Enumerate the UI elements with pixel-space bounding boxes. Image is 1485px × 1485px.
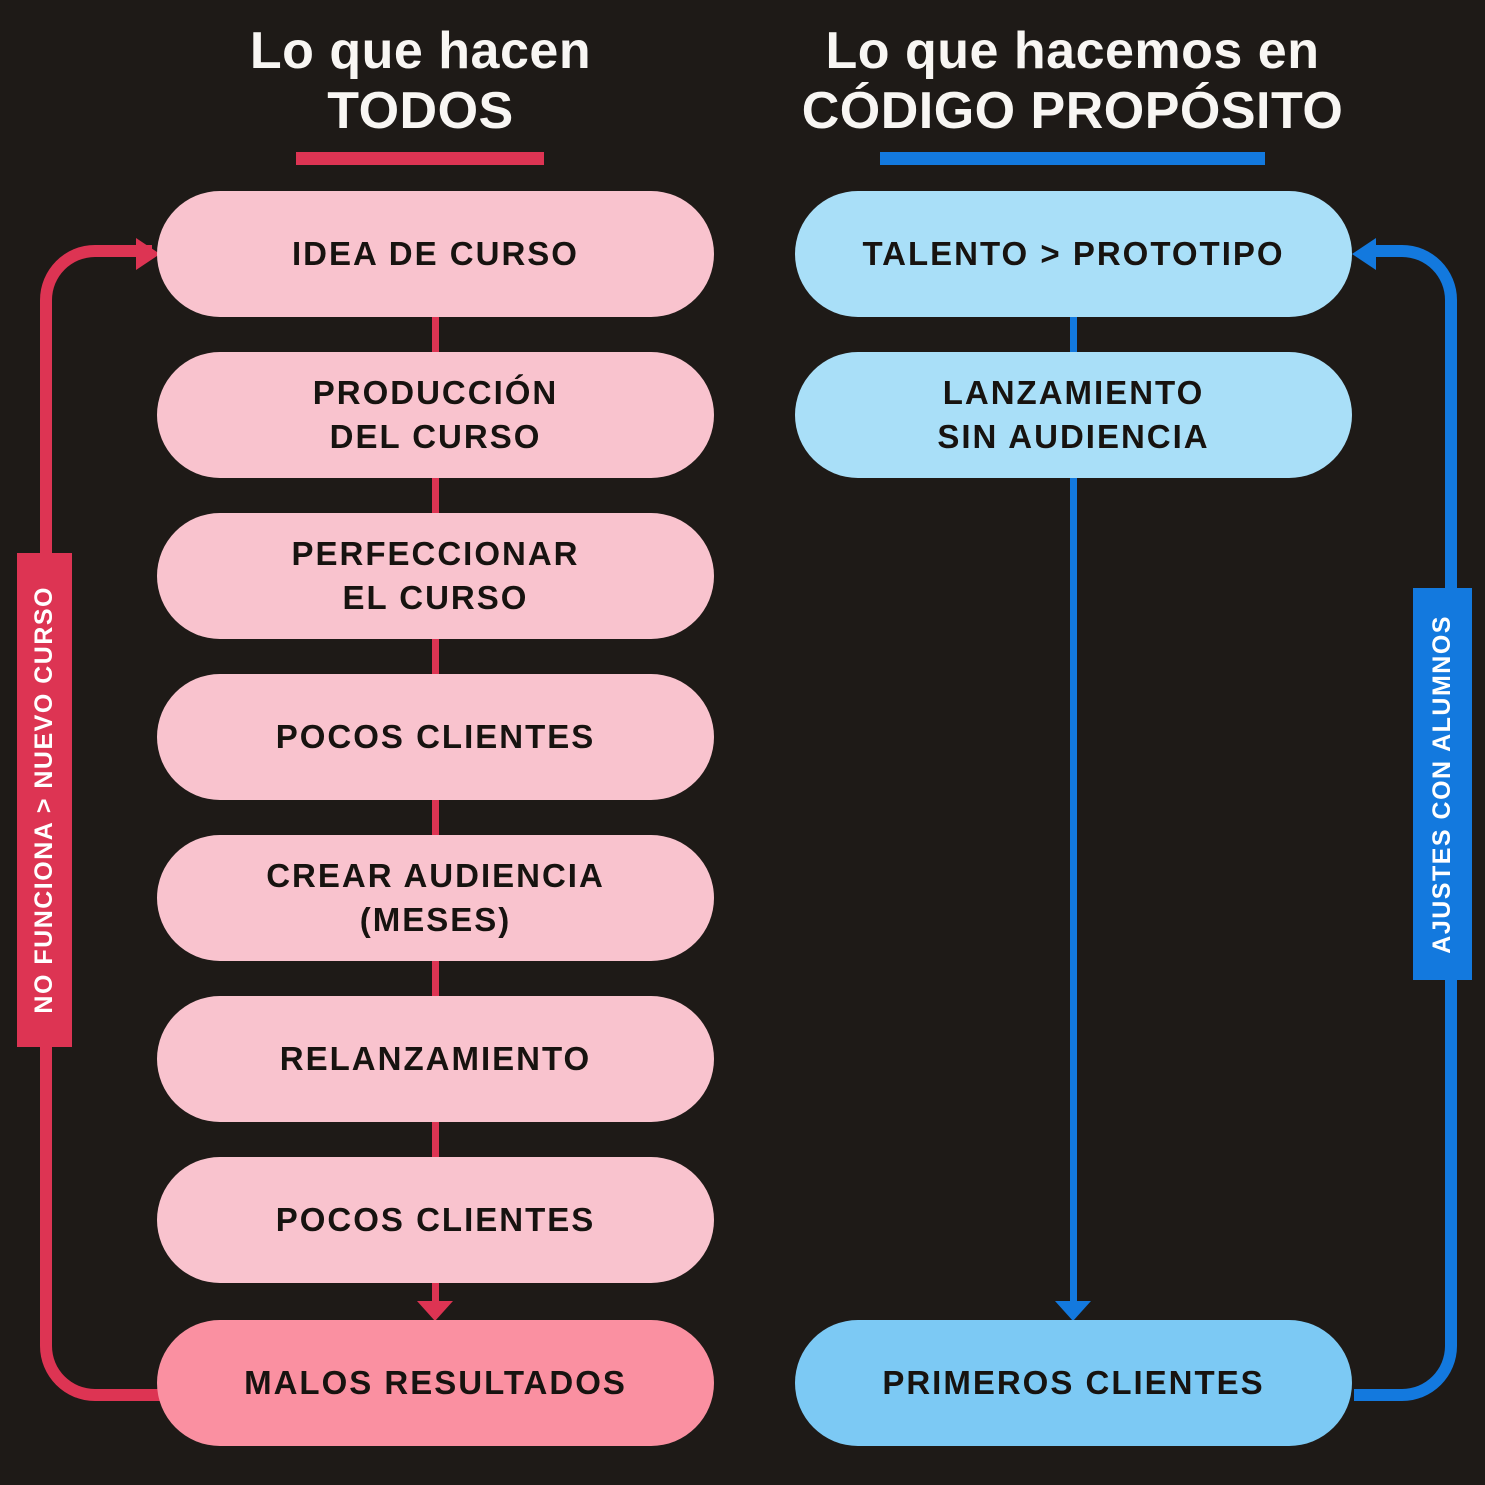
right-step-lanzamiento-sin-audiencia: LANZAMIENTO SIN AUDIENCIA	[795, 352, 1352, 478]
right-column-title: Lo que hacemos en CÓDIGO PROPÓSITO	[794, 22, 1351, 142]
connector-line	[432, 800, 439, 835]
left-loop-label: NO FUNCIONA > NUEVO CURSO	[30, 586, 58, 1014]
connector-line	[432, 639, 439, 674]
connector-line	[432, 961, 439, 996]
connector-line	[432, 478, 439, 513]
step-label: (MESES)	[359, 901, 512, 938]
step-label: PRODUCCIÓN	[312, 374, 559, 412]
step-label: RELANZAMIENTO	[279, 1040, 592, 1078]
step-label: LANZAMIENTO	[942, 374, 1205, 412]
left-title-line-2: TODOS	[327, 81, 514, 140]
left-step-pocos-clientes-2: POCOS CLIENTES	[157, 1157, 714, 1283]
arrow-down-icon	[417, 1301, 453, 1321]
connector-line	[432, 1283, 439, 1303]
step-label: SIN AUDIENCIA	[937, 418, 1210, 455]
left-step-perfeccionar-el-curso: PERFECCIONAR EL CURSO	[157, 513, 714, 639]
step-label: PERFECCIONAR	[291, 535, 580, 573]
connector-line-long	[1070, 478, 1077, 1303]
step-label: PRIMEROS CLIENTES	[882, 1364, 1265, 1402]
arrow-down-icon	[1055, 1301, 1091, 1321]
connector-line	[432, 1122, 439, 1157]
left-step-crear-audiencia: CREAR AUDIENCIA (MESES)	[157, 835, 714, 961]
right-title-underline	[880, 152, 1265, 165]
connector-line	[1070, 317, 1077, 352]
right-step-talento-prototipo: TALENTO > PROTOTIPO	[795, 191, 1352, 317]
left-step-produccion-del-curso: PRODUCCIÓN DEL CURSO	[157, 352, 714, 478]
step-label: MALOS RESULTADOS	[244, 1364, 627, 1402]
right-loop-label: AJUSTES CON ALUMNOS	[1428, 614, 1456, 954]
step-label: CREAR AUDIENCIA	[266, 857, 605, 895]
step-label: EL CURSO	[342, 579, 529, 616]
right-step-primeros-clientes: PRIMEROS CLIENTES	[795, 1320, 1352, 1446]
step-label: POCOS CLIENTES	[275, 1201, 596, 1239]
left-title-underline	[296, 152, 544, 165]
step-label: DEL CURSO	[329, 418, 542, 455]
step-label: TALENTO > PROTOTIPO	[862, 235, 1285, 273]
right-title-line-1: Lo que hacemos en	[825, 22, 1320, 80]
step-label: POCOS CLIENTES	[275, 718, 596, 756]
connector-line	[432, 317, 439, 352]
arrow-right-icon	[136, 238, 160, 270]
left-step-idea-de-curso: IDEA DE CURSO	[157, 191, 714, 317]
left-step-malos-resultados: MALOS RESULTADOS	[157, 1320, 714, 1446]
right-loop-label-plate: AJUSTES CON ALUMNOS	[1413, 588, 1472, 980]
step-label: IDEA DE CURSO	[292, 235, 579, 273]
left-loop-label-plate: NO FUNCIONA > NUEVO CURSO	[17, 553, 72, 1047]
arrow-left-icon	[1352, 238, 1376, 270]
left-column-title: Lo que hacen TODOS	[142, 22, 699, 142]
left-title-line-1: Lo que hacen	[249, 22, 592, 80]
right-title-line-2: CÓDIGO PROPÓSITO	[801, 81, 1344, 140]
left-step-relanzamiento: RELANZAMIENTO	[157, 996, 714, 1122]
left-step-pocos-clientes-1: POCOS CLIENTES	[157, 674, 714, 800]
